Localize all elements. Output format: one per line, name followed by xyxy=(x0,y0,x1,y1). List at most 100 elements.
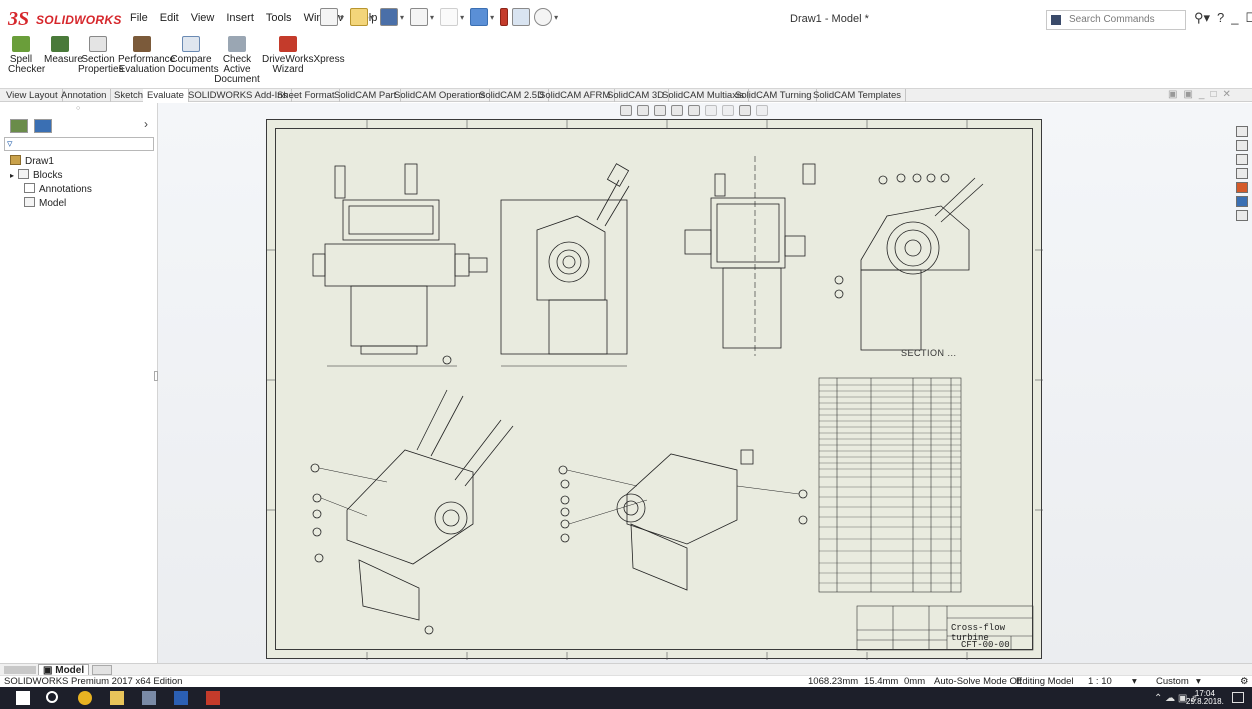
view-palette-icon[interactable] xyxy=(1236,168,1248,179)
rotate-icon[interactable] xyxy=(688,105,700,116)
new-dropdown-icon[interactable]: ▾ xyxy=(340,12,345,22)
expand-arrow-icon[interactable]: ▸ xyxy=(10,171,15,180)
search-magnifier-icon[interactable]: ⚲▾ xyxy=(1194,10,1211,25)
section-properties-button[interactable]: Section Properties xyxy=(78,36,124,75)
units-selector[interactable]: Custom xyxy=(1156,676,1189,687)
design-library-icon[interactable] xyxy=(1236,140,1248,151)
search-icon[interactable] xyxy=(46,691,58,703)
tree-item-model[interactable]: Model xyxy=(24,197,66,209)
rebuild-icon[interactable] xyxy=(500,8,509,26)
windows-start-icon[interactable] xyxy=(16,691,30,705)
options-dropdown-icon[interactable]: ▾ xyxy=(554,12,559,22)
undo-icon[interactable] xyxy=(440,8,459,26)
measure-button[interactable]: Measure xyxy=(44,36,83,65)
status-bar: SOLIDWORKS Premium 2017 x64 Edition 1068… xyxy=(0,675,1252,687)
tree-item-label: Model xyxy=(39,198,67,209)
appearance-icon[interactable] xyxy=(756,105,768,116)
system-tray-icons[interactable]: ⌃ ☁ ▣ ♬ xyxy=(1154,693,1201,704)
tab-solidcam-operations[interactable]: SolidCAM Operations xyxy=(390,89,491,102)
taskbar-clock[interactable]: 17:04 29.8.2018. xyxy=(1186,690,1224,706)
app-icon[interactable] xyxy=(142,691,156,705)
tab-solidcam-templates[interactable]: SolidCAM Templates xyxy=(809,89,907,102)
word-icon[interactable] xyxy=(174,691,188,705)
quick-access-toolbar: ▾ ▾ ▾ ▾ ▾ ▾ ▾ xyxy=(320,8,560,26)
tab-solidcam-afrm[interactable]: SolidCAM AFRM xyxy=(535,89,616,102)
file-explorer-icon[interactable] xyxy=(1236,154,1248,165)
solve-mode[interactable]: Auto-Solve Mode Off xyxy=(934,676,1023,687)
units-dropdown-icon[interactable]: ▾ xyxy=(1196,676,1201,687)
tab-annotation[interactable]: Annotation xyxy=(57,89,112,102)
chrome-icon[interactable] xyxy=(78,691,92,705)
file-explorer-icon[interactable] xyxy=(110,691,124,705)
menu-file[interactable]: File xyxy=(130,12,148,24)
menu-edit[interactable]: Edit xyxy=(159,12,179,24)
performance-evaluation-button[interactable]: Performance Evaluation xyxy=(118,36,176,75)
zoom-to-area-icon[interactable] xyxy=(637,105,649,116)
open-dropdown-icon[interactable]: ▾ xyxy=(370,12,375,22)
drawing-sheet[interactable]: SECTION ... Cross-flow turbine CFT-00-00 xyxy=(266,119,1043,660)
tab-evaluate[interactable]: Evaluate xyxy=(143,89,189,102)
graphics-area[interactable]: SECTION ... Cross-flow turbine CFT-00-00 xyxy=(158,103,1252,663)
scale-dropdown-icon[interactable]: ▾ xyxy=(1132,676,1137,687)
search-commands-input[interactable]: Search Commands xyxy=(1046,10,1186,30)
tab-solidcam-3d[interactable]: SolidCAM 3D xyxy=(603,89,670,102)
help-button[interactable]: ? xyxy=(1217,10,1225,25)
document-window-controls[interactable]: ▣▣_□✕ xyxy=(1168,89,1237,100)
feature-manager-tab-icon[interactable] xyxy=(10,119,28,133)
tab-solidcam-multiaxis[interactable]: SolidCAM Multiaxis xyxy=(658,89,749,102)
tree-root-draw1[interactable]: Draw1 xyxy=(10,155,54,167)
pan-icon[interactable] xyxy=(671,105,683,116)
section-view-label: SECTION ... xyxy=(901,348,957,358)
compare-documents-button[interactable]: Compare Documents xyxy=(168,36,219,75)
zoom-to-fit-icon[interactable] xyxy=(620,105,632,116)
solidworks-taskbar-icon[interactable] xyxy=(206,691,220,705)
open-folder-icon[interactable] xyxy=(350,8,369,26)
menu-view[interactable]: View xyxy=(190,12,215,24)
section-properties-icon xyxy=(89,36,107,52)
solidworks-logo[interactable]: 3S SOLIDWORKS xyxy=(8,8,121,30)
undo-dropdown-icon[interactable]: ▾ xyxy=(460,12,465,22)
driveworksxpress-button[interactable]: DriveWorksXpress Wizard xyxy=(262,36,345,75)
sheet-tabs-scroll[interactable] xyxy=(4,666,36,674)
previous-view-icon[interactable] xyxy=(654,105,666,116)
panel-grip-icon[interactable]: ○ xyxy=(76,105,81,112)
status-settings-icon[interactable]: ⚙ xyxy=(1240,676,1249,687)
tree-item-annotations[interactable]: Annotations xyxy=(24,183,92,195)
spell-checker-button[interactable]: Spell Checker xyxy=(8,36,45,75)
new-document-icon[interactable] xyxy=(320,8,338,26)
tab-solidcam-2-5d[interactable]: SolidCAM 2.5D xyxy=(475,89,549,102)
tab-sheet-format[interactable]: Sheet Format xyxy=(273,89,340,102)
print-icon[interactable] xyxy=(410,8,429,26)
print-dropdown-icon[interactable]: ▾ xyxy=(430,12,435,22)
file-properties-icon[interactable] xyxy=(512,8,531,26)
tab-solidcam-part[interactable]: SolidCAM Part xyxy=(330,89,402,102)
select-dropdown-icon[interactable]: ▾ xyxy=(490,12,495,22)
add-sheet-tab[interactable] xyxy=(92,665,112,675)
minimize-button[interactable]: _ xyxy=(1231,10,1239,25)
performance-evaluation-label: Performance Evaluation xyxy=(118,54,176,75)
save-icon[interactable] xyxy=(380,8,399,26)
appearances-scenes-icon[interactable] xyxy=(1236,182,1248,193)
solidworks-forum-icon[interactable] xyxy=(1236,210,1248,221)
property-manager-tab-icon[interactable] xyxy=(34,119,52,133)
custom-properties-icon[interactable] xyxy=(1236,196,1248,207)
tree-item-blocks[interactable]: ▸Blocks xyxy=(10,169,62,181)
sheet-scale[interactable]: 1 : 10 xyxy=(1088,676,1112,687)
menu-tools[interactable]: Tools xyxy=(265,12,292,24)
view-orientation-icon[interactable] xyxy=(705,105,717,116)
tab-solidcam-turning[interactable]: SolidCAM Turning xyxy=(731,89,817,102)
hide-show-items-icon[interactable] xyxy=(739,105,751,116)
menu-insert[interactable]: Insert xyxy=(226,12,254,24)
maximize-button[interactable]: ☐ xyxy=(1245,10,1252,25)
options-gear-icon[interactable] xyxy=(534,8,553,26)
panel-resize-handle[interactable] xyxy=(154,371,158,381)
tab-solidworks-add-ins[interactable]: SOLIDWORKS Add-Ins xyxy=(184,89,293,102)
display-style-icon[interactable] xyxy=(722,105,734,116)
notifications-icon[interactable] xyxy=(1232,692,1244,703)
save-dropdown-icon[interactable]: ▾ xyxy=(400,12,405,22)
chevron-right-icon[interactable]: › xyxy=(144,117,148,131)
select-icon[interactable] xyxy=(470,8,489,26)
filter-input[interactable]: ▿ xyxy=(4,137,154,151)
tab-view-layout[interactable]: View Layout xyxy=(2,89,63,102)
solidworks-resources-icon[interactable] xyxy=(1236,126,1248,137)
